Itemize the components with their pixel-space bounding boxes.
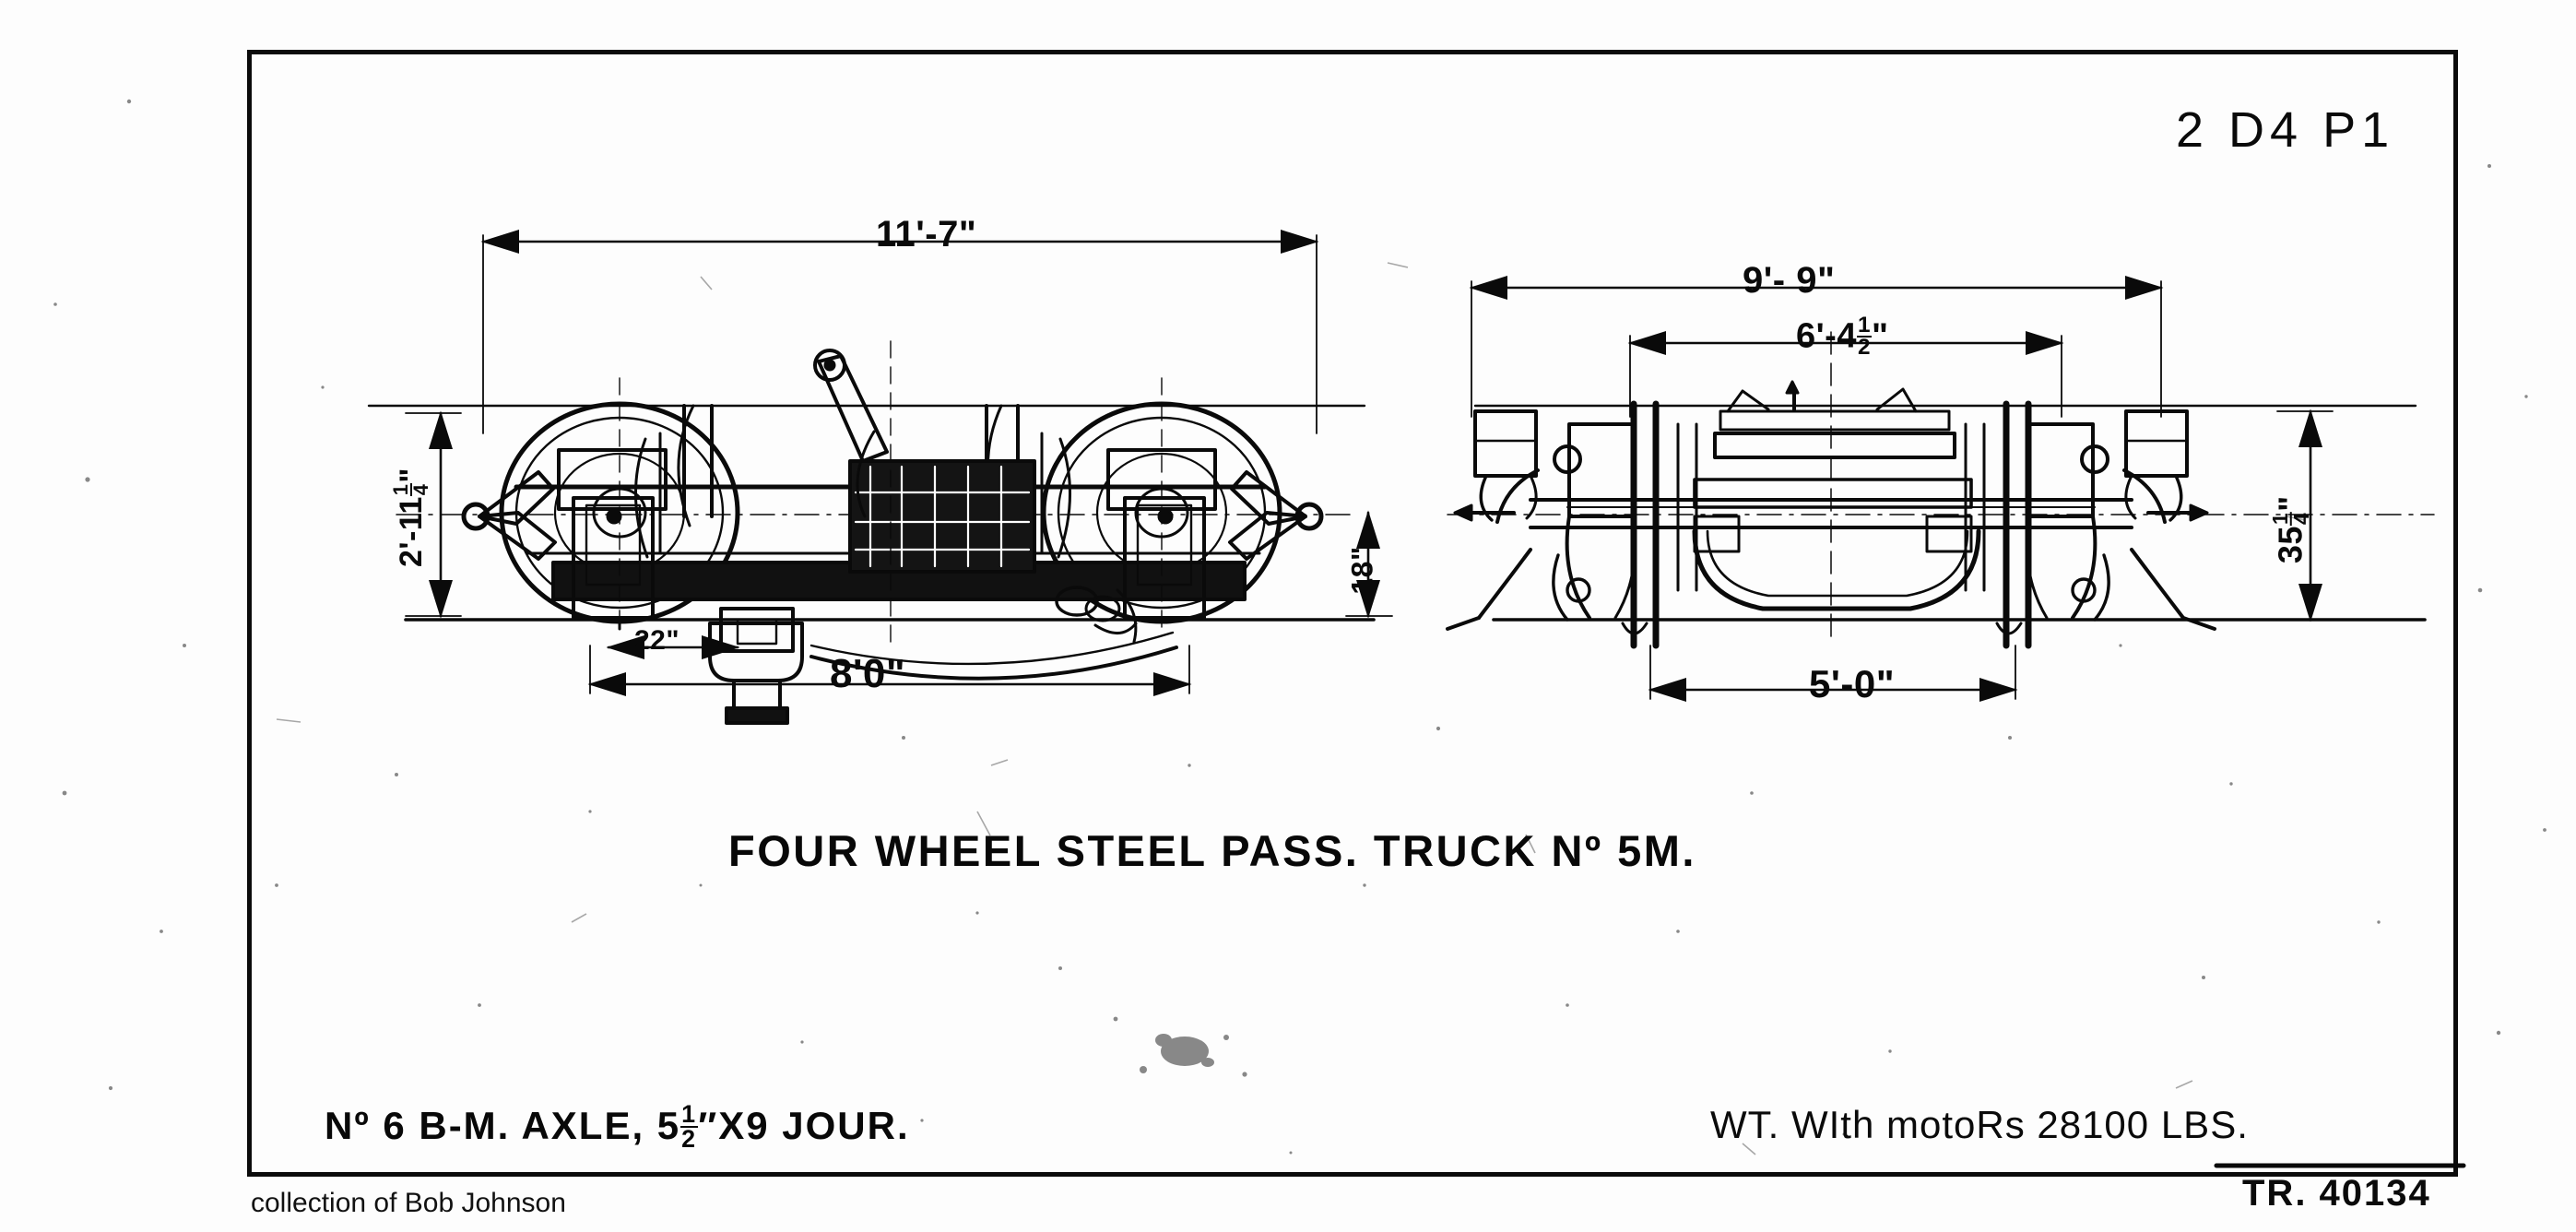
axle-note-pre: Nº 6 B-M. AXLE, 5 xyxy=(325,1104,681,1148)
brake-hanger xyxy=(1055,586,1138,644)
dim-frame-width-unit: " xyxy=(1872,316,1889,356)
side-frame-left-end xyxy=(1565,422,1637,620)
brake-rigging-left xyxy=(1446,444,1591,631)
wheel-pair-right-end xyxy=(1995,400,2032,649)
dimension-lines xyxy=(405,230,2334,702)
dim-rail-to-frame: 18" xyxy=(1345,546,1379,595)
dim-wheel-base: 8'0" xyxy=(830,651,906,696)
dim-track-gauge: 5'-0" xyxy=(1809,662,1896,705)
bolster-end xyxy=(1713,380,1956,459)
brake-lever xyxy=(813,349,889,518)
axle-note-post: ″X9 JOUR. xyxy=(698,1104,910,1148)
wheel-pair-left-end xyxy=(1621,400,1660,649)
dim-wheel-diameter-unit: " xyxy=(2271,495,2310,512)
centre-plate xyxy=(708,607,804,725)
drawing-title: FOUR WHEEL STEEL PASS. TRUCK Nº 5M. xyxy=(728,826,1696,875)
journal-box-left-end xyxy=(1473,409,1538,522)
dim-truck-length: 11'-7" xyxy=(876,214,977,255)
archive-mark: 2 D4 P1 xyxy=(2176,102,2395,158)
dim-journal-spacing: 22" xyxy=(634,625,680,656)
side-elevation-view xyxy=(367,340,1376,725)
weight-note: WT. WIth motoRs 28100 LBS. xyxy=(1710,1103,2249,1146)
drawing-number: TR. 40134 xyxy=(2242,1173,2431,1214)
journal-box-right-end xyxy=(2124,409,2189,522)
drawing-frame-border xyxy=(247,50,2458,1177)
journal-box-left xyxy=(557,448,668,620)
dim-truck-height-unit: " xyxy=(394,468,430,483)
dim-truck-height-whole: 2'-11 xyxy=(394,496,430,568)
dim-overall-width: 9'- 9" xyxy=(1743,260,1836,301)
collection-credit: collection of Bob Johnson xyxy=(251,1188,566,1218)
brake-rigging-right xyxy=(2071,444,2216,631)
end-elevation-view xyxy=(1446,331,2435,649)
bolster-block xyxy=(848,459,1036,574)
dim-frame-width-whole: 6'-4 xyxy=(1796,316,1857,356)
dim-wheel-diameter-whole: 35 xyxy=(2271,526,2310,564)
